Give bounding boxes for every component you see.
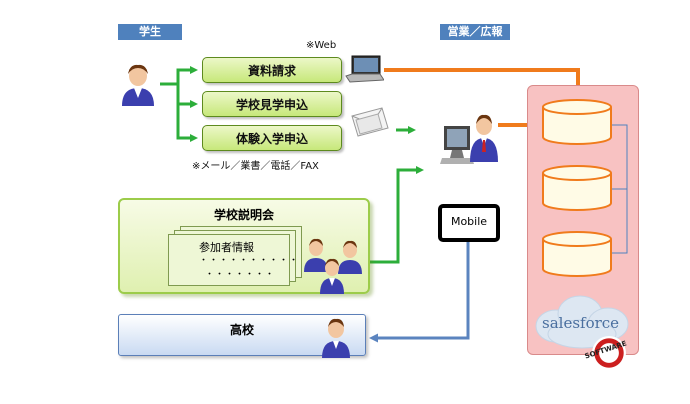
mobile-to-highschool-arrow — [369, 242, 470, 343]
trial-admission-request-button[interactable]: 体験入学申込 — [202, 125, 342, 151]
participant-info-dots1: ・・・・・・・・・・ — [199, 256, 300, 266]
session-to-sales-arrow — [368, 166, 424, 264]
sales-tag: 営業／広報 — [440, 24, 510, 40]
student-tag: 学生 — [118, 24, 182, 40]
web-note: ※Web — [306, 40, 337, 51]
database-cylinder-3 — [542, 231, 612, 277]
database-cylinder-2 — [542, 165, 612, 211]
request-materials-button[interactable]: 資料請求 — [202, 57, 342, 83]
student-to-requests-arrows — [160, 66, 198, 142]
participant-info-title: 参加者情報 — [199, 241, 254, 254]
laptop-icon — [345, 55, 384, 83]
channel-note: ※メール／業書／電話／FAX — [192, 161, 319, 172]
campus-tour-request-button[interactable]: 学校見学申込 — [202, 91, 342, 117]
session-title: 学校説明会 — [213, 208, 274, 222]
database-stack — [542, 99, 628, 277]
student-person-icon — [122, 64, 154, 106]
database-cylinder-1 — [542, 99, 612, 145]
participant-info-card: 参加者情報 ・・・・・・・・・・ ・・・・・・・ — [168, 234, 298, 286]
participant-info-dots2: ・・・・・・・ — [205, 270, 276, 280]
software-badge-icon — [592, 336, 626, 370]
envelope-icon — [351, 107, 389, 137]
mobile-box: Mobile — [438, 204, 500, 242]
sales-person-computer-icon — [440, 114, 498, 164]
web-to-db-arrow — [384, 68, 583, 95]
high-school-label: 高校 — [229, 323, 254, 337]
participant-group-icon — [304, 238, 362, 294]
salesforce-logo-text: salesforce — [542, 314, 620, 332]
salesforce-cloud-icon — [535, 295, 629, 349]
high-school-person-icon — [322, 318, 350, 358]
